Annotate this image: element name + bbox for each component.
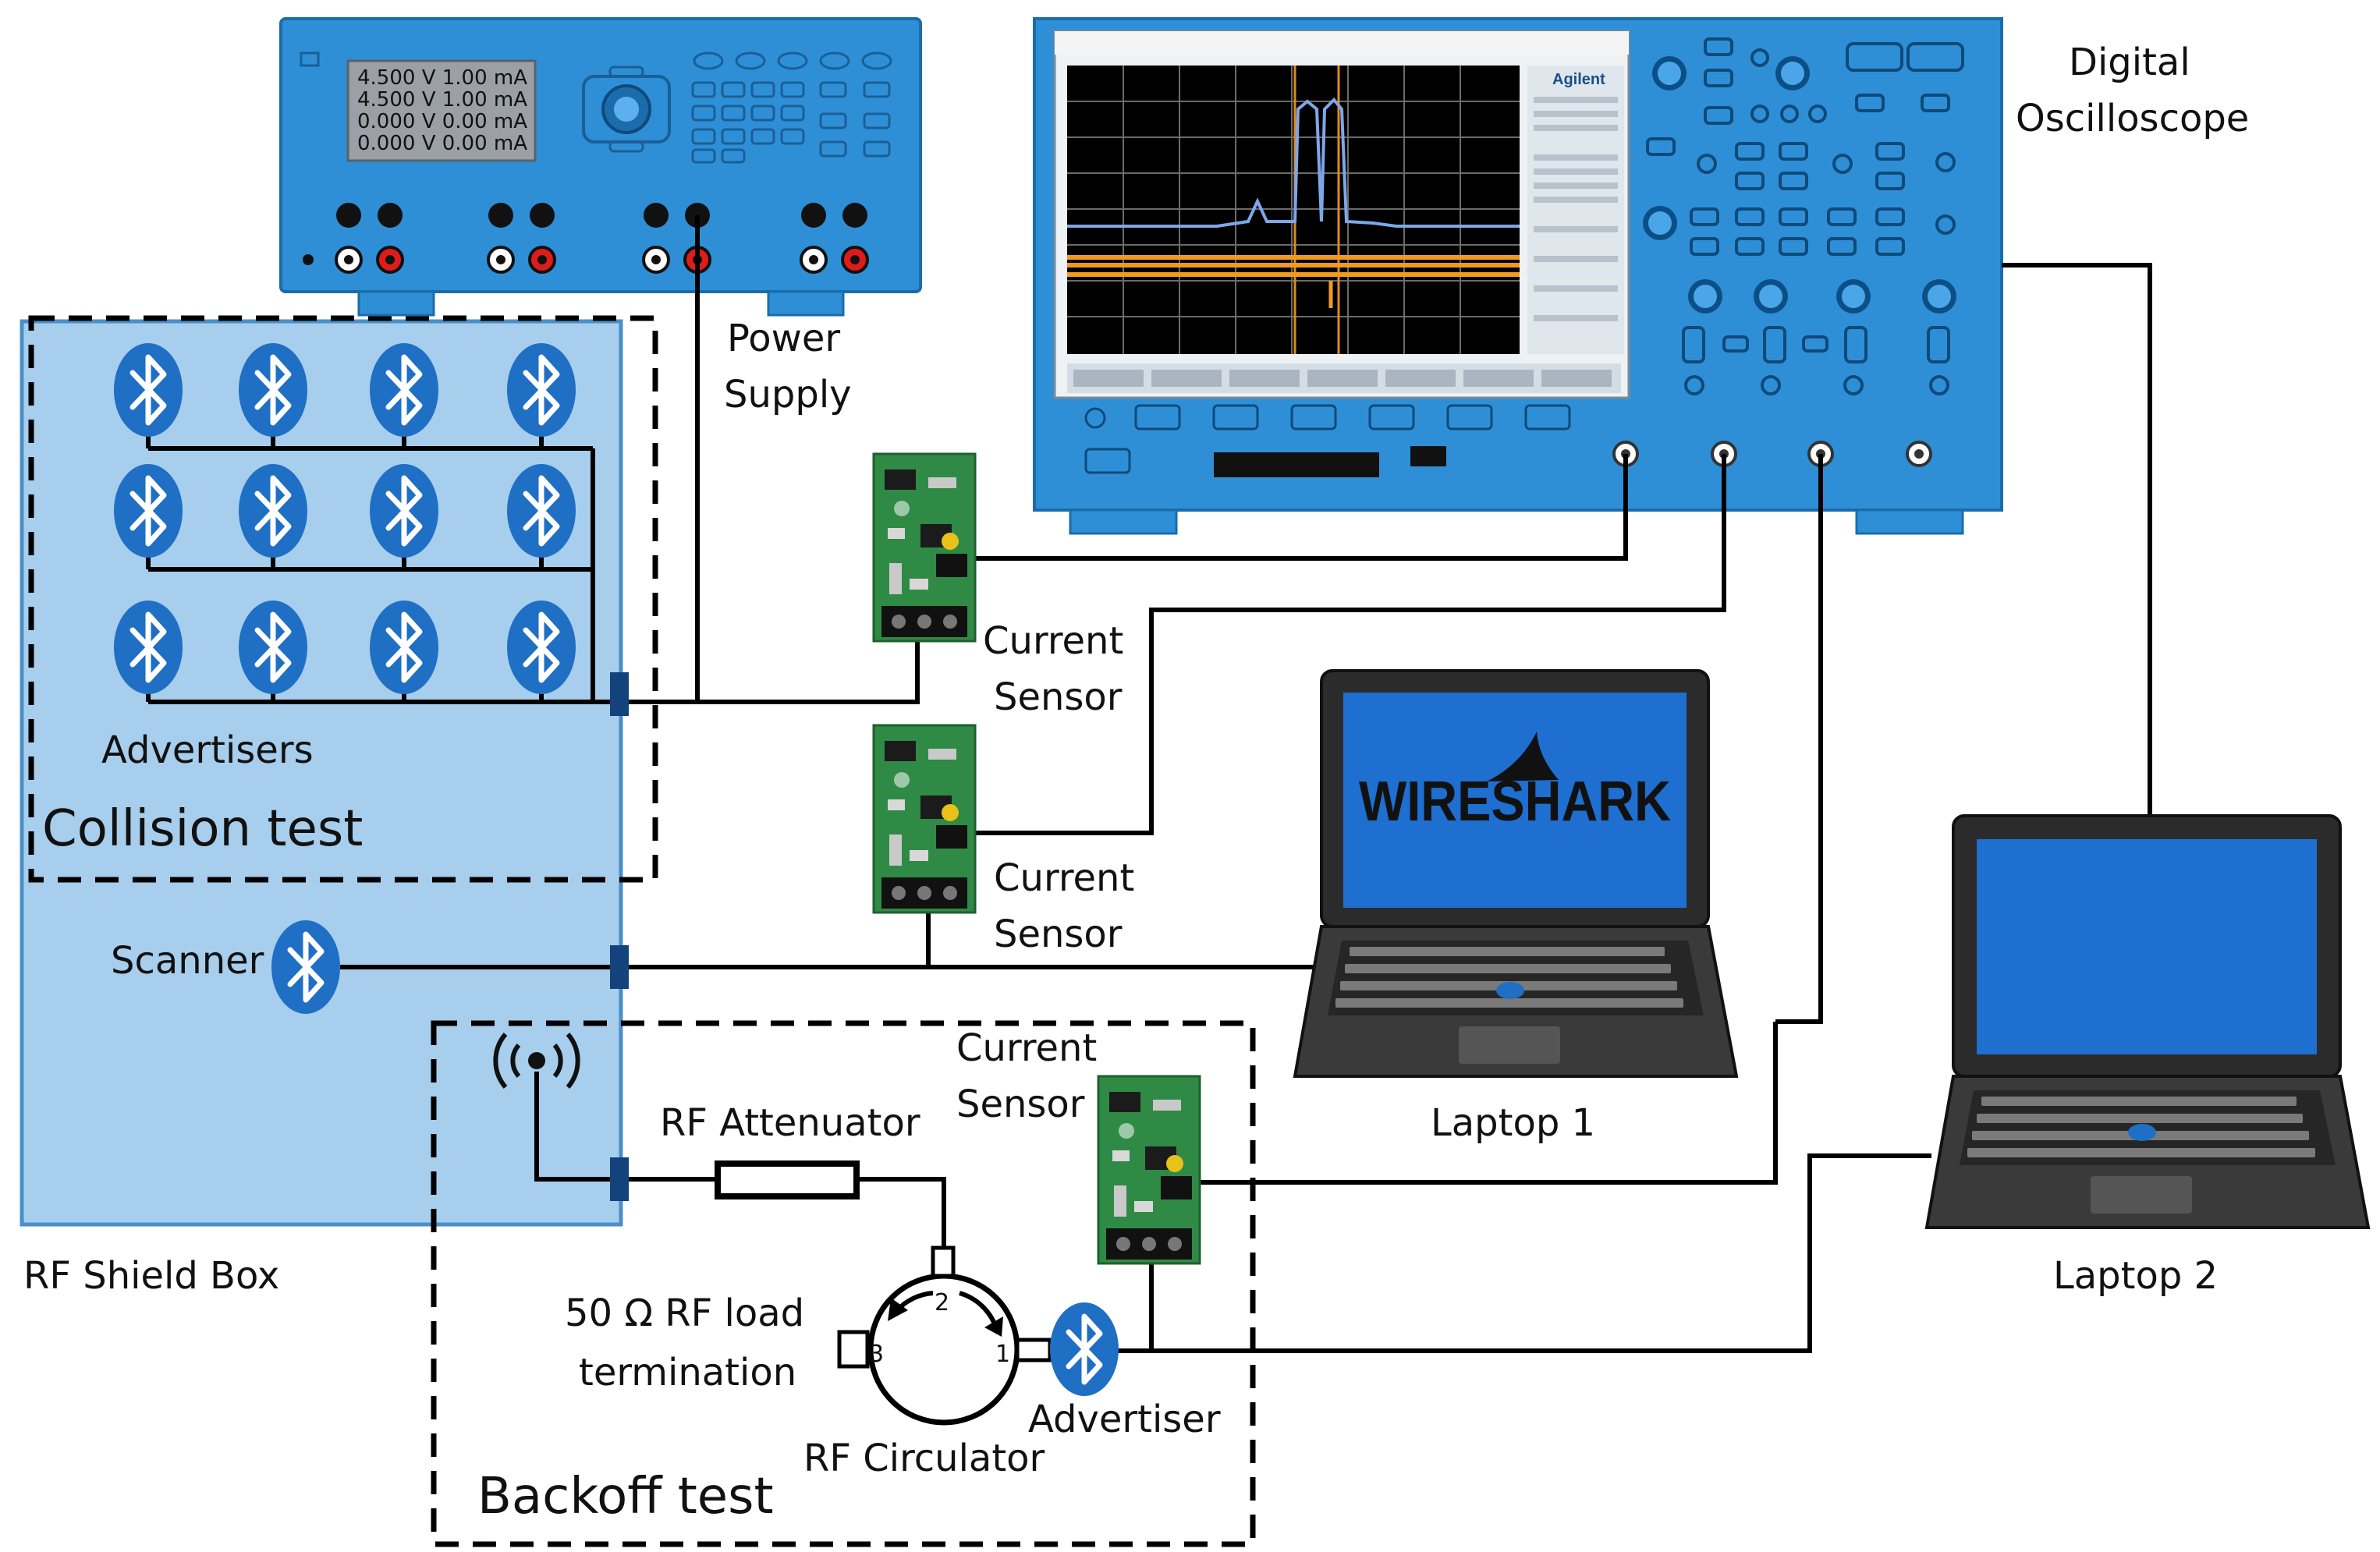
scope-brand: Agilent xyxy=(1552,71,1605,88)
circulator-port-2: 2 xyxy=(935,1289,949,1316)
feedthrough-connector xyxy=(610,1157,629,1201)
current-sensor-1 xyxy=(872,452,977,643)
power-supply-display xyxy=(346,59,537,162)
wireshark-logo-text: WIRESHARK xyxy=(1359,771,1671,833)
feedthrough-connector xyxy=(610,672,629,716)
power-supply-label: Power Supply xyxy=(724,317,852,416)
connection-wires xyxy=(340,215,2152,1353)
current-sensor-3 xyxy=(1097,1075,1201,1265)
scope-trace-orange xyxy=(1067,255,1520,277)
rf-attenuator xyxy=(715,1160,860,1199)
scope-knob[interactable] xyxy=(1922,279,1956,314)
bluetooth-icon xyxy=(114,343,183,437)
scope-trace-blue xyxy=(1067,97,1520,228)
scope-knob[interactable] xyxy=(1688,279,1722,314)
advertiser-label: Advertiser xyxy=(1028,1398,1221,1441)
rf-attenuator-label: RF Attenuator xyxy=(660,1101,920,1145)
current-sensor-2-label: Current Sensor xyxy=(994,856,1147,956)
collision-test-label: Collision test xyxy=(42,800,363,858)
collision-test-region xyxy=(28,315,658,883)
current-sensor-3-label: Current Sensor xyxy=(956,1026,1109,1126)
bluetooth-icon xyxy=(239,601,307,694)
scope-knob[interactable] xyxy=(1652,56,1687,90)
load-termination-label: 50 Ω RF load termination xyxy=(565,1292,816,1394)
antenna-icon xyxy=(493,1033,580,1089)
ps-display-row-4: 0.000 V 0.00 mA xyxy=(357,132,527,155)
scanner-bluetooth-icon xyxy=(271,920,340,1014)
scope-knob[interactable] xyxy=(1836,279,1871,314)
feedthrough-connector xyxy=(610,945,629,989)
backoff-test-label: Backoff test xyxy=(477,1468,774,1525)
laptop-2 xyxy=(1924,814,2371,1229)
rf-shield-box xyxy=(20,319,623,1227)
bluetooth-icon xyxy=(507,464,576,558)
circulator-port-3: 3 xyxy=(869,1341,884,1368)
current-sensor-1-label: Current Sensor xyxy=(983,619,1136,719)
bluetooth-icon xyxy=(370,343,438,437)
scope-knob[interactable] xyxy=(1643,206,1677,240)
ps-display-row-3: 0.000 V 0.00 mA xyxy=(357,110,527,133)
scope-knob[interactable] xyxy=(1754,279,1788,314)
laptop-1-label: Laptop 1 xyxy=(1431,1101,1595,1145)
circulator-port-1: 1 xyxy=(995,1341,1010,1368)
ps-display-row-2: 4.500 V 1.00 mA xyxy=(357,88,527,112)
bluetooth-icon xyxy=(507,343,576,437)
scanner-label: Scanner xyxy=(111,939,264,983)
bluetooth-icon xyxy=(114,601,183,694)
rf-circulator: 2 3 1 xyxy=(837,1245,1052,1426)
digital-oscilloscope: Agilent xyxy=(1033,17,2003,535)
laptop-2-label: Laptop 2 xyxy=(2053,1254,2218,1298)
laptop-1: WIRESHARK xyxy=(1293,669,1739,1078)
bluetooth-icon xyxy=(370,464,438,558)
rf-shield-box-label: RF Shield Box xyxy=(23,1254,279,1298)
bluetooth-icon xyxy=(239,343,307,437)
power-supply: 4.500 V 1.00 mA 4.500 V 1.00 mA 0.000 V … xyxy=(279,17,922,317)
backoff-advertiser-bluetooth-icon xyxy=(1050,1302,1119,1396)
advertisers-label: Advertisers xyxy=(101,728,314,772)
ps-output-terminals xyxy=(303,203,869,274)
bluetooth-icon xyxy=(114,464,183,558)
bluetooth-icon xyxy=(370,601,438,694)
oscilloscope-label: Digital Oscilloscope xyxy=(2016,41,2249,140)
bluetooth-icon xyxy=(239,464,307,558)
current-sensor-2 xyxy=(872,724,977,914)
scope-knob[interactable] xyxy=(1775,56,1810,90)
bluetooth-icon xyxy=(507,601,576,694)
backoff-test-region xyxy=(431,1020,1256,1547)
scope-channel-4-input[interactable] xyxy=(1906,441,1932,467)
rf-circulator-label: RF Circulator xyxy=(803,1437,1045,1480)
ps-display-row-1: 4.500 V 1.00 mA xyxy=(357,66,527,90)
